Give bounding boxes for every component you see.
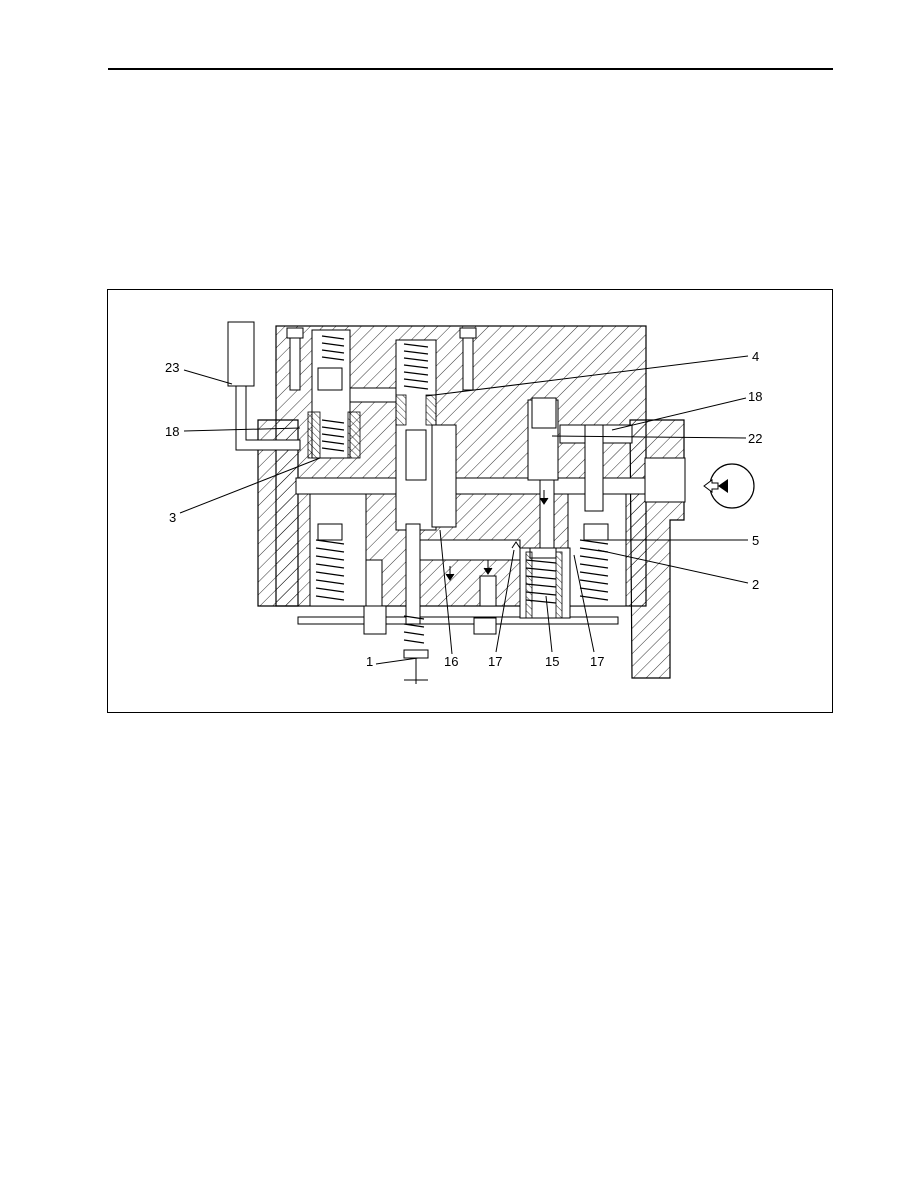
callout-17-right: 17 [590,654,604,669]
callout-1: 1 [366,654,373,669]
callout-15: 15 [545,654,559,669]
pump-symbol [704,464,754,508]
callout-23: 23 [165,360,179,375]
callout-2: 2 [752,577,759,592]
callout-3: 3 [169,510,176,525]
callout-22: 22 [748,431,762,446]
callout-4: 4 [752,349,759,364]
callout-17-left: 17 [488,654,502,669]
callout-16: 16 [444,654,458,669]
callout-18-left: 18 [165,424,179,439]
callout-18-right: 18 [748,389,762,404]
callout-5: 5 [752,533,759,548]
